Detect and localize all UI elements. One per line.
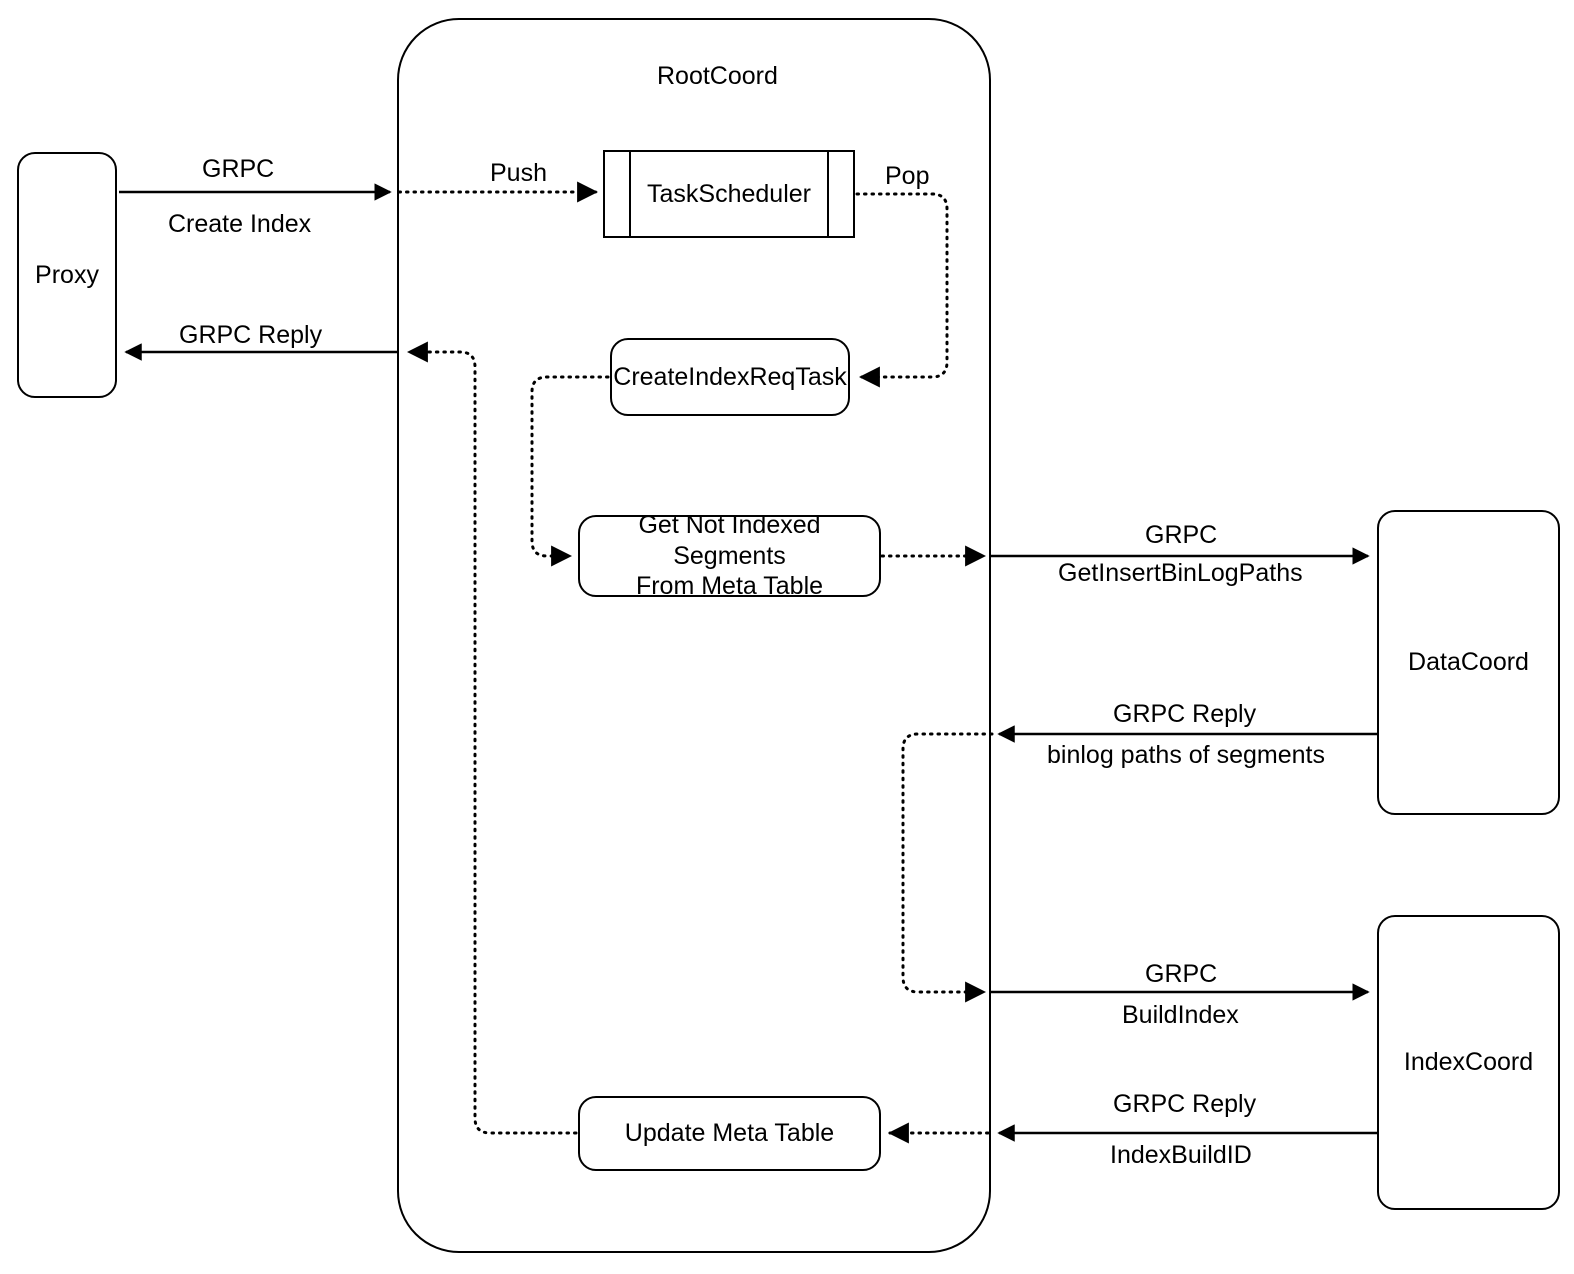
node-indexcoord-label: IndexCoord (1403, 1048, 1534, 1077)
edge-label-grpc-create-index-line1: GRPC (199, 155, 278, 184)
node-proxy[interactable]: Proxy (17, 152, 117, 398)
task-scheduler-divider-left (629, 152, 631, 236)
group-rootcoord-label: RootCoord (657, 62, 778, 90)
edge-label-grpc-getinsertbinlogpaths-line2: GetInsertBinLogPaths (1055, 559, 1306, 588)
edge-label-grpc-getinsertbinlogpaths-line1: GRPC (1142, 521, 1221, 550)
node-indexcoord[interactable]: IndexCoord (1377, 915, 1560, 1210)
edge-label-push: Push (487, 159, 550, 188)
node-datacoord[interactable]: DataCoord (1377, 510, 1560, 815)
edge-label-grpc-reply-indexbuildid-line1: GRPC Reply (1110, 1090, 1260, 1119)
node-proxy-label: Proxy (35, 260, 99, 289)
edge-label-grpc-buildindex-line2: BuildIndex (1119, 1001, 1242, 1030)
edge-label-grpc-create-index-line2: Create Index (165, 210, 315, 239)
edge-label-grpc-reply-indexbuildid-line2: IndexBuildID (1107, 1141, 1255, 1170)
edge-label-grpc-reply-binlog-line1: GRPC Reply (1110, 700, 1260, 729)
node-get-not-indexed-segments[interactable]: Get Not Indexed Segments From Meta Table (578, 511, 881, 600)
task-scheduler-divider-right (827, 152, 829, 236)
node-task-scheduler-label: TaskScheduler (647, 179, 811, 208)
edge-label-grpc-reply-binlog-line2: binlog paths of segments (1044, 741, 1328, 770)
node-datacoord-label: DataCoord (1408, 648, 1529, 677)
group-rootcoord (397, 18, 991, 1253)
edge-label-grpc-buildindex-line1: GRPC (1142, 960, 1221, 989)
edge-label-pop: Pop (882, 162, 933, 191)
node-get-not-indexed-segments-label-line1: Get Not Indexed Segments (638, 511, 821, 570)
edge-label-grpc-reply-proxy: GRPC Reply (176, 321, 326, 350)
node-get-not-indexed-segments-label-line2: From Meta Table (635, 572, 824, 601)
node-update-meta-table[interactable]: Update Meta Table (578, 1096, 881, 1171)
node-create-index-req-task-label: CreateIndexReqTask (613, 362, 847, 391)
node-create-index-req-task[interactable]: CreateIndexReqTask (610, 338, 850, 416)
node-update-meta-table-label: Update Meta Table (624, 1119, 835, 1148)
node-task-scheduler[interactable]: TaskScheduler (603, 150, 855, 238)
